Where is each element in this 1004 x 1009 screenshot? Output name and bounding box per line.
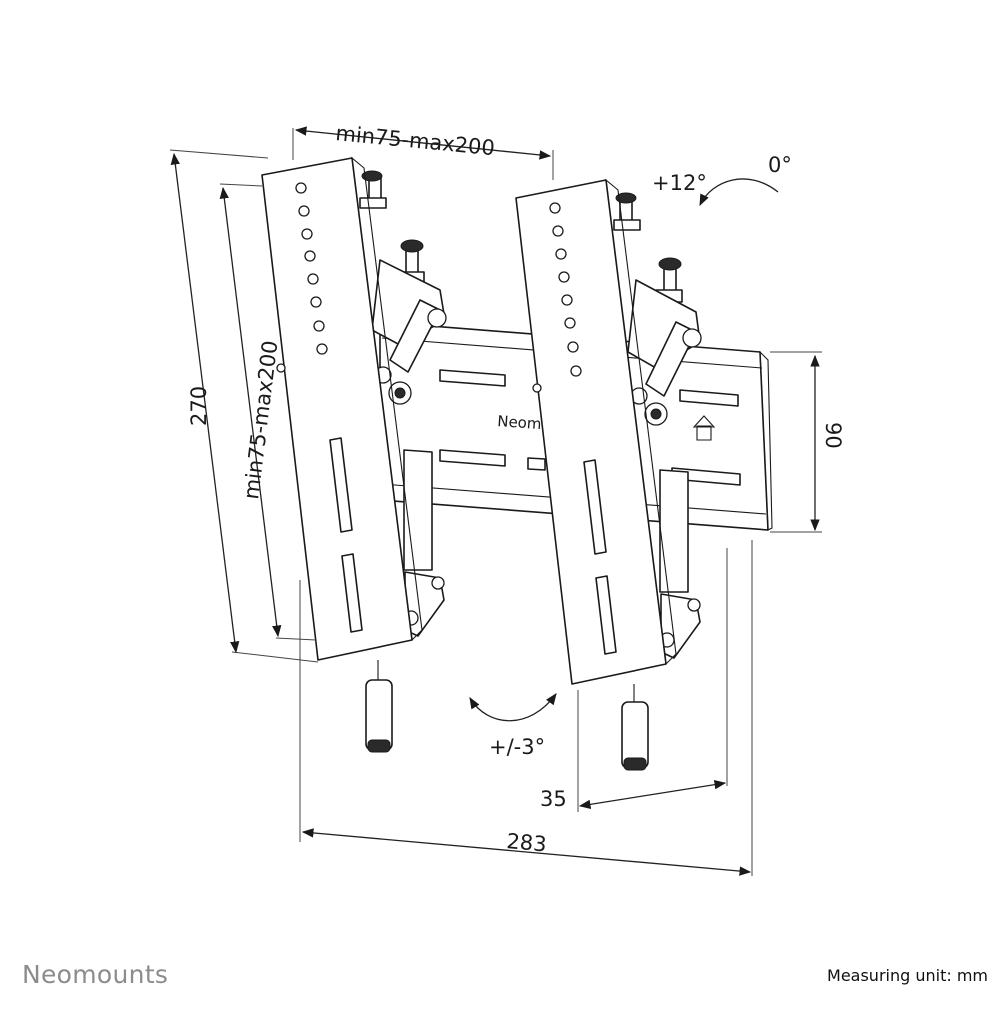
angle-label-tilt-zero: 0° — [768, 153, 792, 177]
dimension-lines — [170, 126, 820, 876]
dim-line-depth — [578, 780, 727, 809]
tilt-rotation-arrow-icon — [699, 178, 779, 207]
rail-brand-text: Neom — [497, 412, 542, 433]
rail-slot — [527, 457, 546, 471]
up-arrow-icon — [692, 415, 716, 441]
dim-line-top-width — [294, 126, 552, 160]
level-rotation-arrow-icon — [469, 693, 557, 722]
rail-slot — [679, 389, 739, 407]
dim-label-left-height: min75-max200 — [239, 339, 282, 500]
dim-line-left-height — [219, 186, 282, 638]
right-bracket-arm — [515, 178, 702, 771]
rail-slot — [439, 449, 506, 467]
angle-label-tilt-up: +12° — [652, 171, 707, 195]
dim-label-top-width: min75-max200 — [335, 121, 496, 160]
measuring-unit-label: Measuring unit: mm — [827, 966, 988, 985]
dim-label-rail-height: 90 — [821, 422, 845, 449]
dim-label-depth: 35 — [540, 787, 567, 811]
dim-line-total-width — [301, 828, 752, 876]
brand-logo: Neomounts — [22, 960, 169, 989]
dim-label-total-height: 270 — [187, 386, 211, 426]
dim-label-total-width: 283 — [506, 829, 548, 856]
rail-slot — [439, 369, 506, 387]
angle-label-level-adjust: +/-3° — [489, 735, 545, 759]
extension-lines — [169, 128, 822, 876]
left-bracket-arm — [261, 156, 447, 753]
